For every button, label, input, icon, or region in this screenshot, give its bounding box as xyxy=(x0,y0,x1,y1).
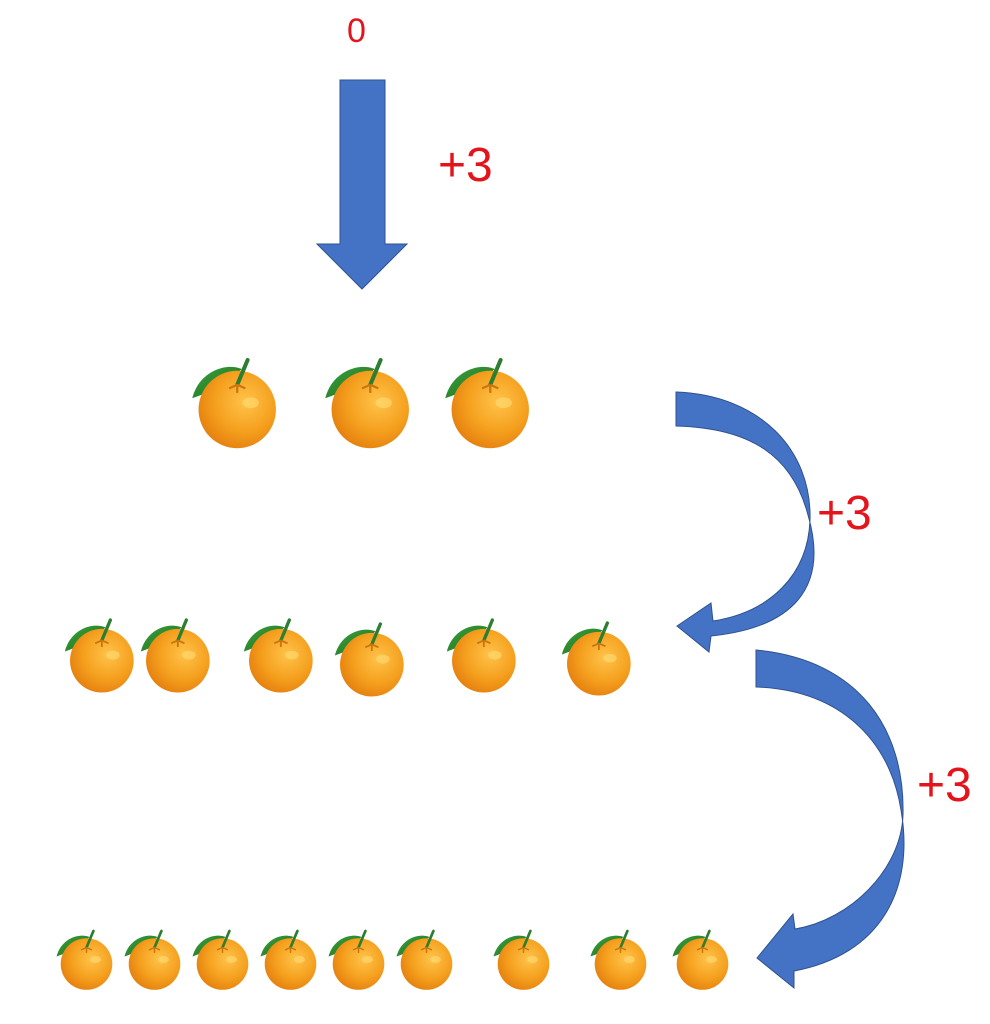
orange-icon xyxy=(123,929,182,992)
orange-icon xyxy=(395,929,454,992)
step-1-label: +3 xyxy=(438,139,493,192)
orange-icon xyxy=(671,929,730,992)
orange-icon xyxy=(445,360,529,448)
curved-arrow-icon xyxy=(755,649,905,990)
orange-icon xyxy=(259,929,318,992)
orange-icon xyxy=(327,929,386,992)
orange-icon xyxy=(63,618,136,695)
orange-icon xyxy=(445,618,518,695)
orange-icon xyxy=(192,360,276,448)
orange-row-2 xyxy=(63,618,633,699)
orange-icon xyxy=(589,929,648,992)
orange-icon xyxy=(191,929,250,992)
orange-icon xyxy=(139,618,212,695)
curved-arrow-icon xyxy=(675,391,815,653)
orange-icon xyxy=(325,360,409,448)
orange-icon xyxy=(560,621,633,698)
orange-icon xyxy=(333,622,406,699)
step-2-label: +3 xyxy=(817,487,872,540)
step-3-label: +3 xyxy=(917,759,972,812)
start-value-label: 0 xyxy=(347,12,366,50)
orange-icon xyxy=(492,929,551,992)
orange-row-3 xyxy=(55,929,730,992)
orange-icon xyxy=(55,929,114,992)
orange-row-1 xyxy=(192,360,529,448)
orange-icon xyxy=(242,618,315,695)
arrow-down-icon xyxy=(315,79,409,290)
